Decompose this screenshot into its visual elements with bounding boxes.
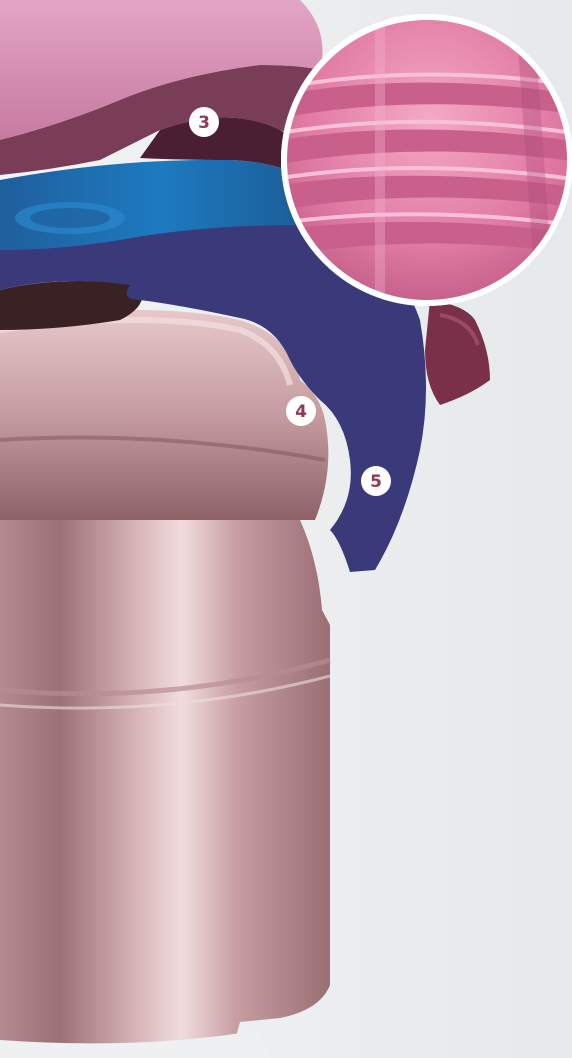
svg-text:4: 4 bbox=[295, 402, 307, 422]
svg-text:5: 5 bbox=[370, 472, 382, 492]
callout-3: 3 bbox=[189, 107, 219, 137]
callout-4: 4 bbox=[286, 396, 316, 426]
abutment bbox=[0, 281, 330, 1058]
callout-5: 5 bbox=[361, 466, 391, 496]
svg-text:3: 3 bbox=[198, 113, 210, 133]
